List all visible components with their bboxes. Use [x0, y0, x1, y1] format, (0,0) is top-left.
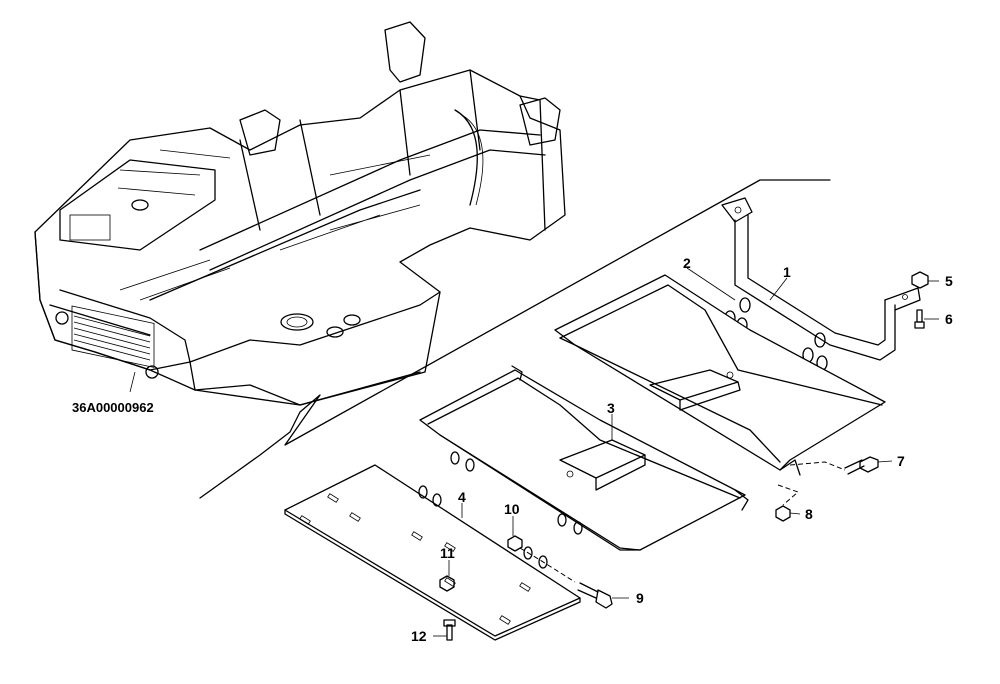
hardware [439, 271, 929, 641]
callout-4: 4 [458, 489, 466, 505]
callout-5: 5 [945, 273, 953, 289]
callout-9: 9 [636, 590, 644, 606]
upper-guard [554, 274, 886, 476]
callout-2: 2 [683, 255, 691, 271]
callout-7: 7 [897, 453, 905, 469]
callout-12: 12 [411, 628, 427, 644]
callout-8: 8 [805, 506, 813, 522]
section-break-line [199, 179, 831, 499]
bottom-plate [284, 464, 581, 641]
support-bracket [721, 197, 921, 371]
callout-11: 11 [440, 545, 455, 561]
chassis-frame-assembly [34, 21, 566, 406]
middle-guard [419, 365, 749, 551]
assembly-code-label: 36A00000962 [72, 400, 154, 415]
callout-3: 3 [607, 400, 615, 416]
leader-lines [129, 267, 939, 637]
callout-10: 10 [504, 501, 520, 517]
callout-6: 6 [945, 311, 953, 327]
callout-1: 1 [783, 264, 791, 280]
